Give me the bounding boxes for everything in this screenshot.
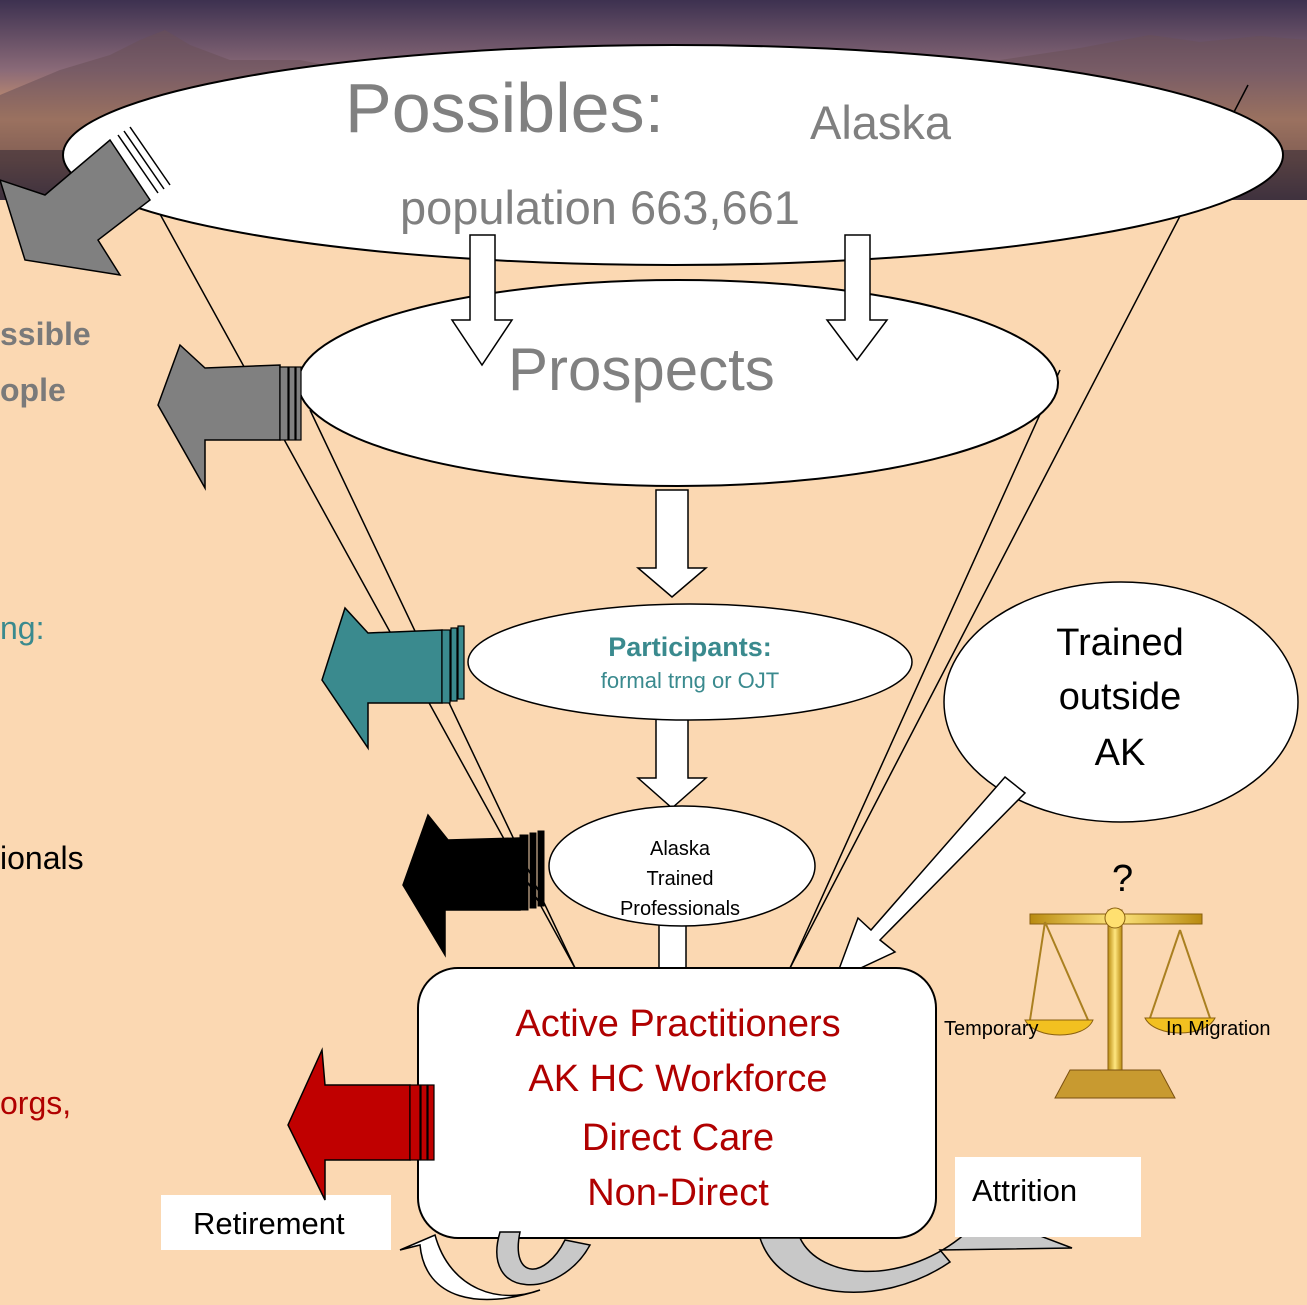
scale-right-label: In Migration [1166, 1018, 1271, 1040]
alaska-trained-line2: Trained [646, 868, 714, 890]
participants-title: Participants: [608, 632, 772, 662]
attrition-label-box [955, 1157, 1141, 1237]
retirement-label: Retirement [193, 1206, 345, 1241]
retirement-curve-head [399, 1233, 541, 1301]
down-arrow-prospects [635, 489, 709, 598]
left-label-possible-1: ssible [0, 316, 91, 352]
teal-arrow [321, 606, 465, 751]
retirement-label-box [161, 1195, 391, 1250]
possibles-detail: Alaska [810, 96, 952, 149]
down-arrow-possibles-right [825, 234, 889, 362]
active-line4: Non-Direct [587, 1172, 769, 1214]
possibles-ellipse [62, 44, 1284, 266]
active-line1: Active Practitioners [515, 1003, 841, 1045]
possibles-population: population 663,661 [400, 181, 800, 234]
red-arrow [287, 1047, 435, 1201]
left-label-professionals: ionals [0, 840, 84, 876]
alaska-trained-ellipse [548, 805, 816, 927]
active-line2: AK HC Workforce [528, 1058, 828, 1100]
balance-scale-icon [1024, 907, 1216, 1099]
prospects-title: Prospects [508, 336, 775, 403]
gray-arrow-1 [0, 126, 171, 276]
attrition-label: Attrition [972, 1173, 1078, 1208]
active-line3: Direct Care [581, 1117, 775, 1159]
black-arrow [402, 813, 545, 958]
alaska-trained-line3: Professionals [619, 898, 741, 920]
trained-outside-circle [943, 581, 1299, 823]
participants-subtitle: formal trng or OJT [600, 668, 780, 693]
gray-arrow-2 [157, 343, 302, 491]
left-label-training: ng: [0, 610, 45, 646]
participants-ellipse [467, 603, 913, 721]
possibles-title: Possibles: [345, 69, 665, 147]
scale-question: ? [1112, 858, 1134, 900]
left-label-orgs: orgs, [0, 1085, 72, 1121]
scale-left-label: Temporary [944, 1018, 1039, 1040]
trained-outside-line3: AK [1094, 732, 1146, 774]
inflow-arrow [833, 775, 1027, 982]
down-arrow-possibles-left [450, 234, 514, 367]
trained-outside-line2: outside [1058, 676, 1182, 718]
retirement-curve [496, 1231, 592, 1286]
left-label-possible-2: ople [0, 372, 66, 408]
trained-outside-line1: Trained [1056, 622, 1184, 664]
alaska-trained-line1: Alaska [649, 838, 711, 860]
